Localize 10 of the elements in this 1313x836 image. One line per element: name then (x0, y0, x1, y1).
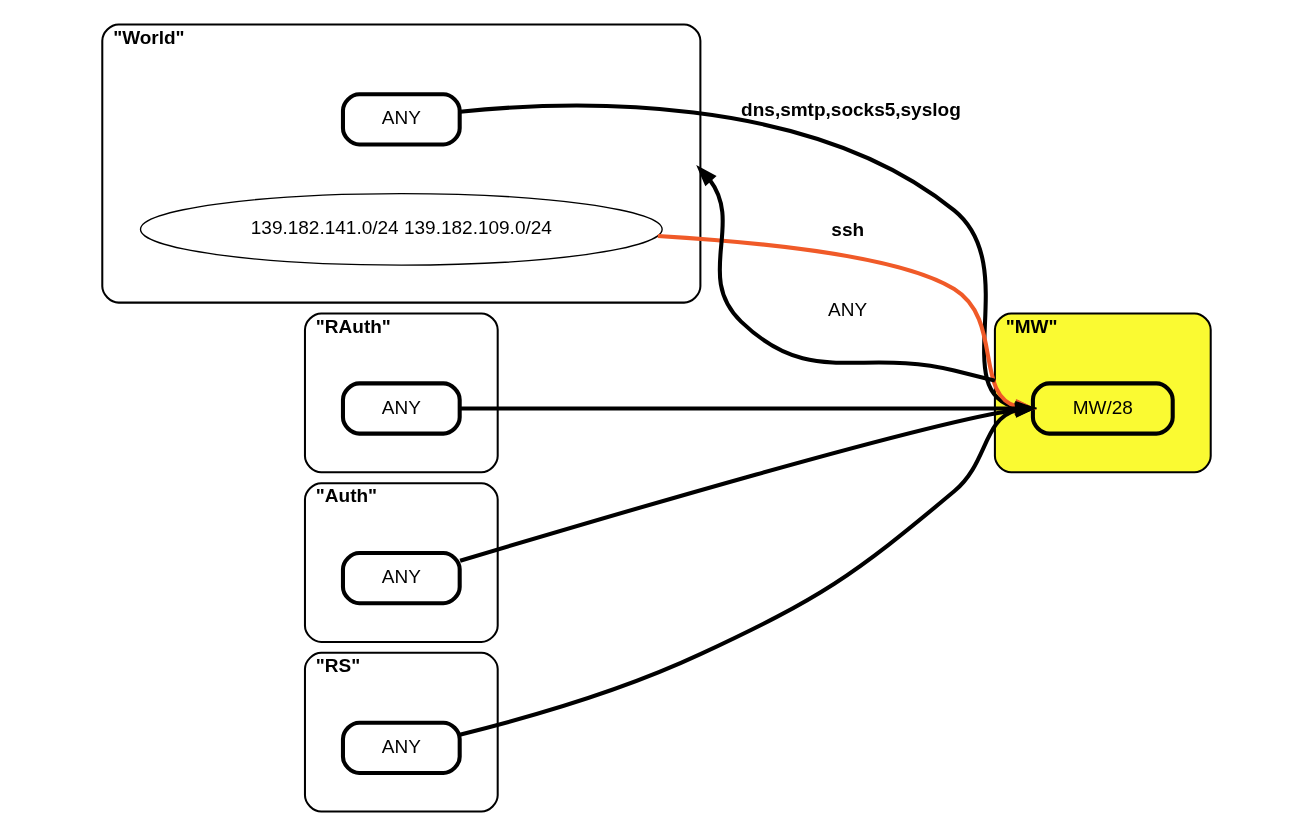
node-box: ANY (340, 381, 462, 436)
edge-label: dns,smtp,socks5,syslog (741, 98, 961, 120)
node-box: ANY (340, 92, 462, 147)
node-box: MW/28 (1030, 381, 1175, 436)
node-box: ANY (340, 551, 462, 606)
edge-label: ssh (831, 219, 865, 241)
edge-label: ANY (828, 299, 868, 321)
arrow (696, 165, 996, 383)
node-box: ANY (340, 720, 462, 775)
node-ellipse: 139.182.141.0/24 139.182.109.0/24 (139, 192, 663, 266)
